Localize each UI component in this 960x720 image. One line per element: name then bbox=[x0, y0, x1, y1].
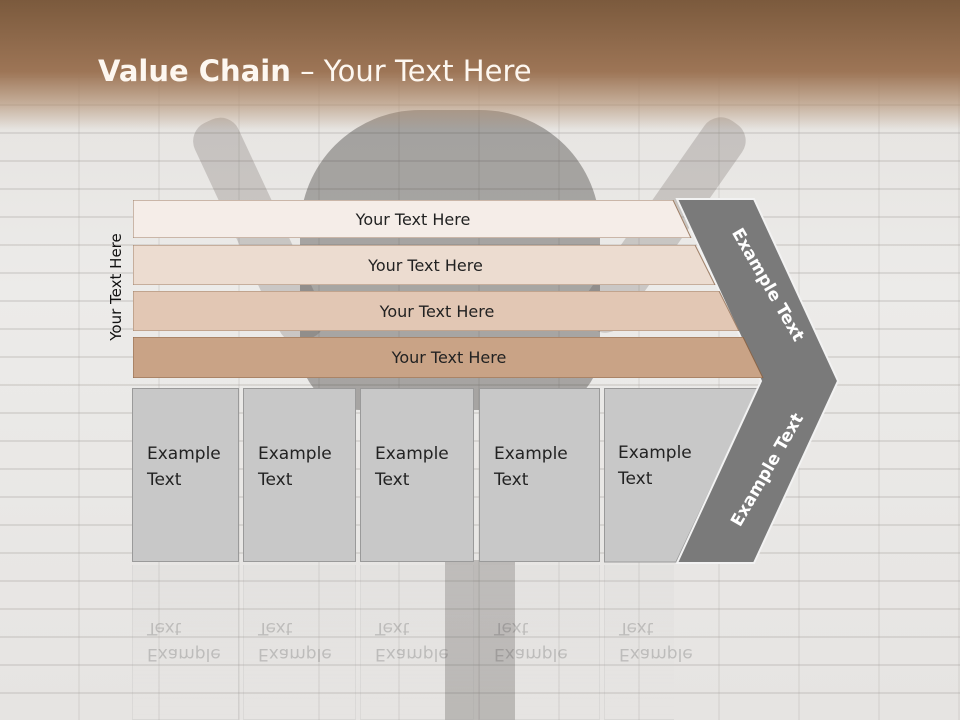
chevron-arrow[interactable] bbox=[674, 198, 844, 566]
column-4-line1: Example bbox=[494, 444, 568, 464]
reflection-column-5-line2: Text bbox=[619, 618, 654, 638]
column-3-line2: Text bbox=[375, 470, 410, 490]
reflection-column-2-line2: Text bbox=[258, 618, 293, 638]
reflection-column-1: Example Text bbox=[132, 565, 239, 720]
reflection-column-4-line1: Example bbox=[494, 644, 568, 664]
reflection-column-2-line1: Example bbox=[258, 644, 332, 664]
column-3[interactable]: Example Text bbox=[360, 388, 474, 562]
reflection-column-1-line2: Text bbox=[147, 618, 182, 638]
column-5-line1: Example bbox=[618, 443, 692, 463]
column-3-line1: Example bbox=[375, 444, 449, 464]
reflection-column-5-line1: Example bbox=[619, 644, 693, 664]
row-1-shape bbox=[133, 200, 692, 238]
reflection-column-3-line1: Example bbox=[375, 644, 449, 664]
row-2-shape bbox=[133, 245, 716, 285]
header-band bbox=[0, 0, 960, 130]
column-2-line2: Text bbox=[258, 470, 293, 490]
reflection-column-3-line2: Text bbox=[375, 618, 410, 638]
row-3-label: Your Text Here bbox=[379, 301, 495, 321]
row-3-shape bbox=[133, 291, 740, 331]
row-4-label: Your Text Here bbox=[391, 348, 507, 367]
reflection-column-4-line2: Text bbox=[494, 618, 529, 638]
title-bold: Value Chain bbox=[98, 54, 291, 88]
side-label[interactable]: Your Text Here bbox=[107, 233, 125, 341]
reflection-column-2: Example Text bbox=[243, 565, 356, 720]
column-4-line2: Text bbox=[494, 470, 529, 490]
slide-title[interactable]: Value Chain – Your Text Here bbox=[98, 54, 532, 88]
column-5-line2: Text bbox=[618, 469, 653, 489]
reflection-column-3: Example Text bbox=[360, 565, 474, 720]
column-1[interactable]: Example Text bbox=[132, 388, 239, 562]
column-2-line1: Example bbox=[258, 444, 332, 464]
column-1-line1: Example bbox=[147, 444, 221, 464]
title-rest: – Your Text Here bbox=[290, 54, 532, 88]
reflection-column-5: Example Text bbox=[604, 565, 693, 720]
column-2[interactable]: Example Text bbox=[243, 388, 356, 562]
dancer-leg bbox=[445, 560, 515, 720]
column-5[interactable]: Example Text bbox=[604, 388, 724, 562]
column-5-shape bbox=[604, 388, 759, 563]
column-1-line2: Text bbox=[147, 470, 182, 490]
row-2-label: Your Text Here bbox=[368, 255, 483, 275]
reflection: Example Text Example Text Example Text Exam… bbox=[130, 565, 830, 720]
row-4[interactable]: Your Text Here bbox=[133, 337, 765, 378]
row-1-label: Your Text Here bbox=[355, 209, 471, 229]
row-4-shape bbox=[133, 337, 764, 378]
row-2[interactable]: Your Text Here bbox=[133, 245, 718, 285]
column-4[interactable]: Example Text bbox=[479, 388, 600, 562]
reflection-column-1-line1: Example bbox=[147, 644, 221, 664]
row-1[interactable]: Your Text Here bbox=[133, 200, 693, 238]
reflection-column-4: Example Text bbox=[479, 565, 600, 720]
row-3[interactable]: Your Text Here bbox=[133, 291, 741, 331]
